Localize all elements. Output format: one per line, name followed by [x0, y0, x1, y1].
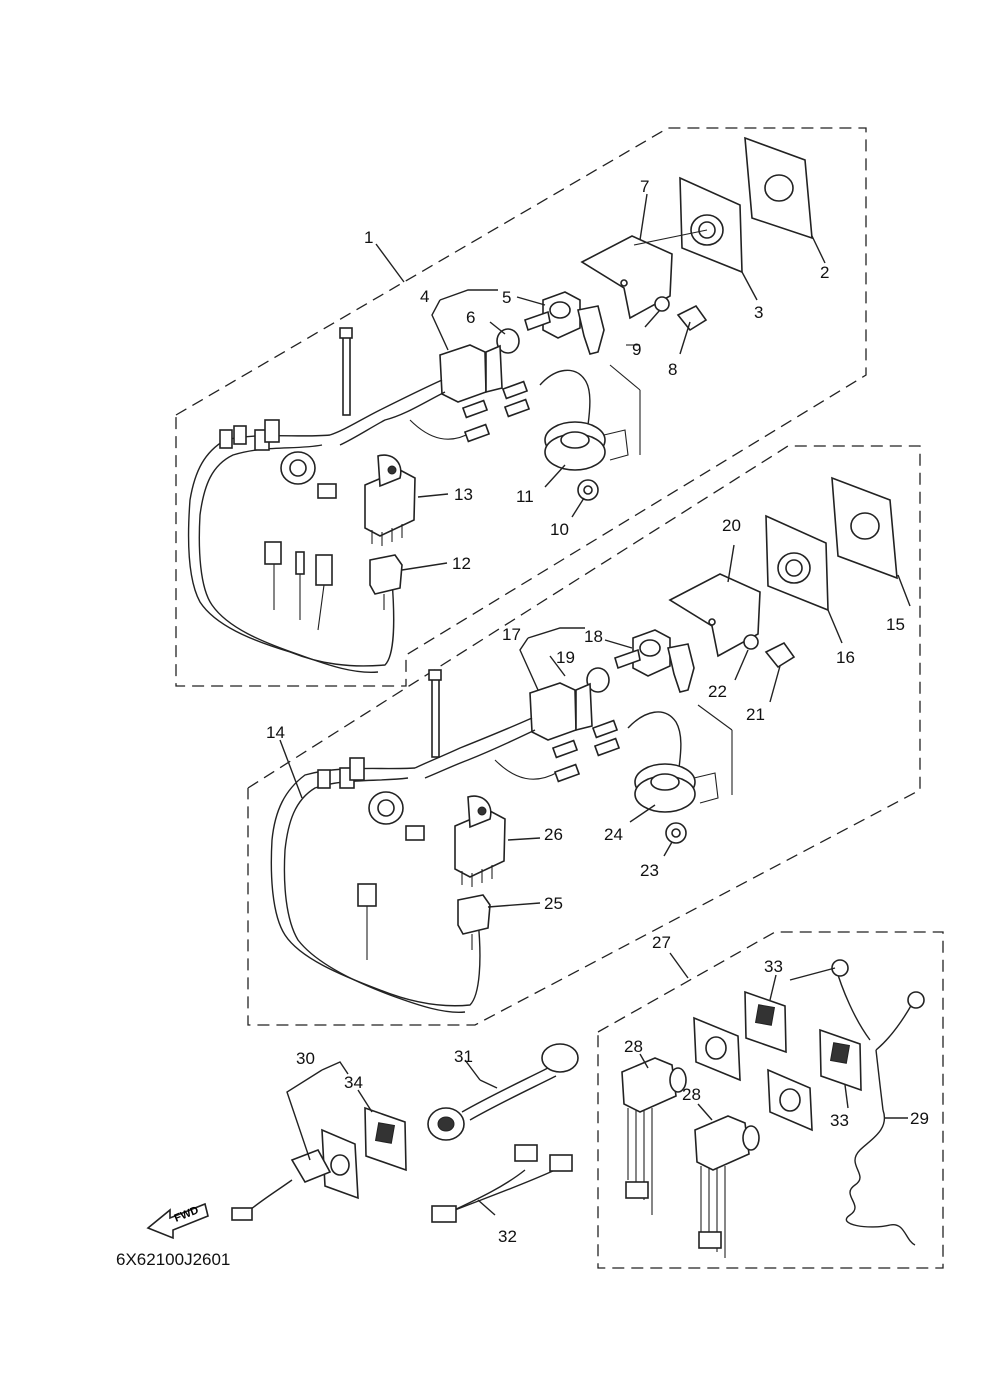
grommet-11: [539, 369, 606, 471]
callout-7: 7: [640, 177, 649, 196]
bolt-8: [676, 304, 708, 332]
group-14-remote-control-harness: [247, 445, 921, 1026]
callout-20: 20: [722, 516, 741, 535]
washer-22: [743, 634, 759, 650]
connector-12: [369, 554, 403, 595]
adapter-cable-31: [427, 1043, 579, 1141]
callout-16: 16: [836, 648, 855, 667]
cable-tie: [342, 329, 351, 416]
loose-parts: FWD: [146, 1043, 579, 1240]
harness-connector-4: [439, 344, 487, 403]
callout-17: 17: [502, 625, 521, 644]
switch-28-upper: [621, 1057, 687, 1215]
callout-15: 15: [886, 615, 905, 634]
callout-18: 18: [584, 627, 603, 646]
connector-25: [457, 894, 491, 935]
key-switch-18: [614, 629, 695, 693]
adapter-harness-32: [431, 1144, 573, 1223]
callout-21: 21: [746, 705, 765, 724]
harness-connector-17: [529, 682, 577, 741]
callout-13: 13: [454, 485, 473, 504]
group-27-boundary: [597, 931, 944, 1269]
fwd-arrow-icon: FWD: [146, 1202, 209, 1240]
callout-25: 25: [544, 894, 563, 913]
callout-2: 2: [820, 263, 829, 282]
callout-14: 14: [266, 723, 285, 742]
bracket-7: [580, 235, 673, 320]
callout-1: 1: [364, 228, 373, 247]
callout-3: 3: [754, 303, 763, 322]
callout-5: 5: [502, 288, 511, 307]
drawing-code: 6X62100J2601: [116, 1250, 230, 1269]
relay-13: [364, 454, 416, 546]
callout-31: 31: [454, 1047, 473, 1066]
key-switch-5: [524, 291, 605, 355]
callout-22: 22: [708, 682, 727, 701]
callout-23: 23: [640, 861, 659, 880]
callout-19: 19: [556, 648, 575, 667]
switch-30: [231, 1128, 359, 1221]
callout-8: 8: [668, 360, 677, 379]
callout-10: 10: [550, 520, 569, 539]
callout-4: 4: [420, 287, 429, 306]
callout-26: 26: [544, 825, 563, 844]
callout-33-upper: 33: [764, 957, 783, 976]
callout-9: 9: [632, 340, 641, 359]
group-1-remote-control-harness: [175, 127, 867, 687]
group-14-boundary: [247, 445, 921, 1026]
callout-6: 6: [466, 308, 475, 327]
callout-11: 11: [516, 487, 534, 506]
callout-30: 30: [296, 1049, 315, 1068]
group-1-boundary: [175, 127, 867, 687]
nut-19: [586, 667, 610, 693]
washer-9: [654, 296, 670, 312]
grommet-24: [627, 711, 696, 813]
relay-26: [454, 795, 506, 887]
callout-12: 12: [452, 554, 471, 573]
callout-29: 29: [910, 1109, 929, 1128]
nut-6: [496, 328, 520, 354]
callout-28-lower: 28: [682, 1085, 701, 1104]
bracket-20: [668, 573, 761, 658]
group-27-switch-kit: [597, 931, 944, 1269]
leader-lines: [279, 193, 911, 1216]
callout-27: 27: [652, 933, 671, 952]
lanyard-29: [831, 959, 925, 1246]
callout-33-lower: 33: [830, 1111, 849, 1130]
switch-28-lower: [694, 1115, 760, 1258]
callout-28-upper: 28: [624, 1037, 643, 1056]
bolt-21: [764, 641, 796, 669]
callout-34: 34: [344, 1073, 363, 1092]
callout-32: 32: [498, 1227, 517, 1246]
callout-labels: 1 2 3 4 5 6 7 8 9 10 11 12 13 14 15 16 1…: [266, 177, 929, 1246]
callout-24: 24: [604, 825, 623, 844]
